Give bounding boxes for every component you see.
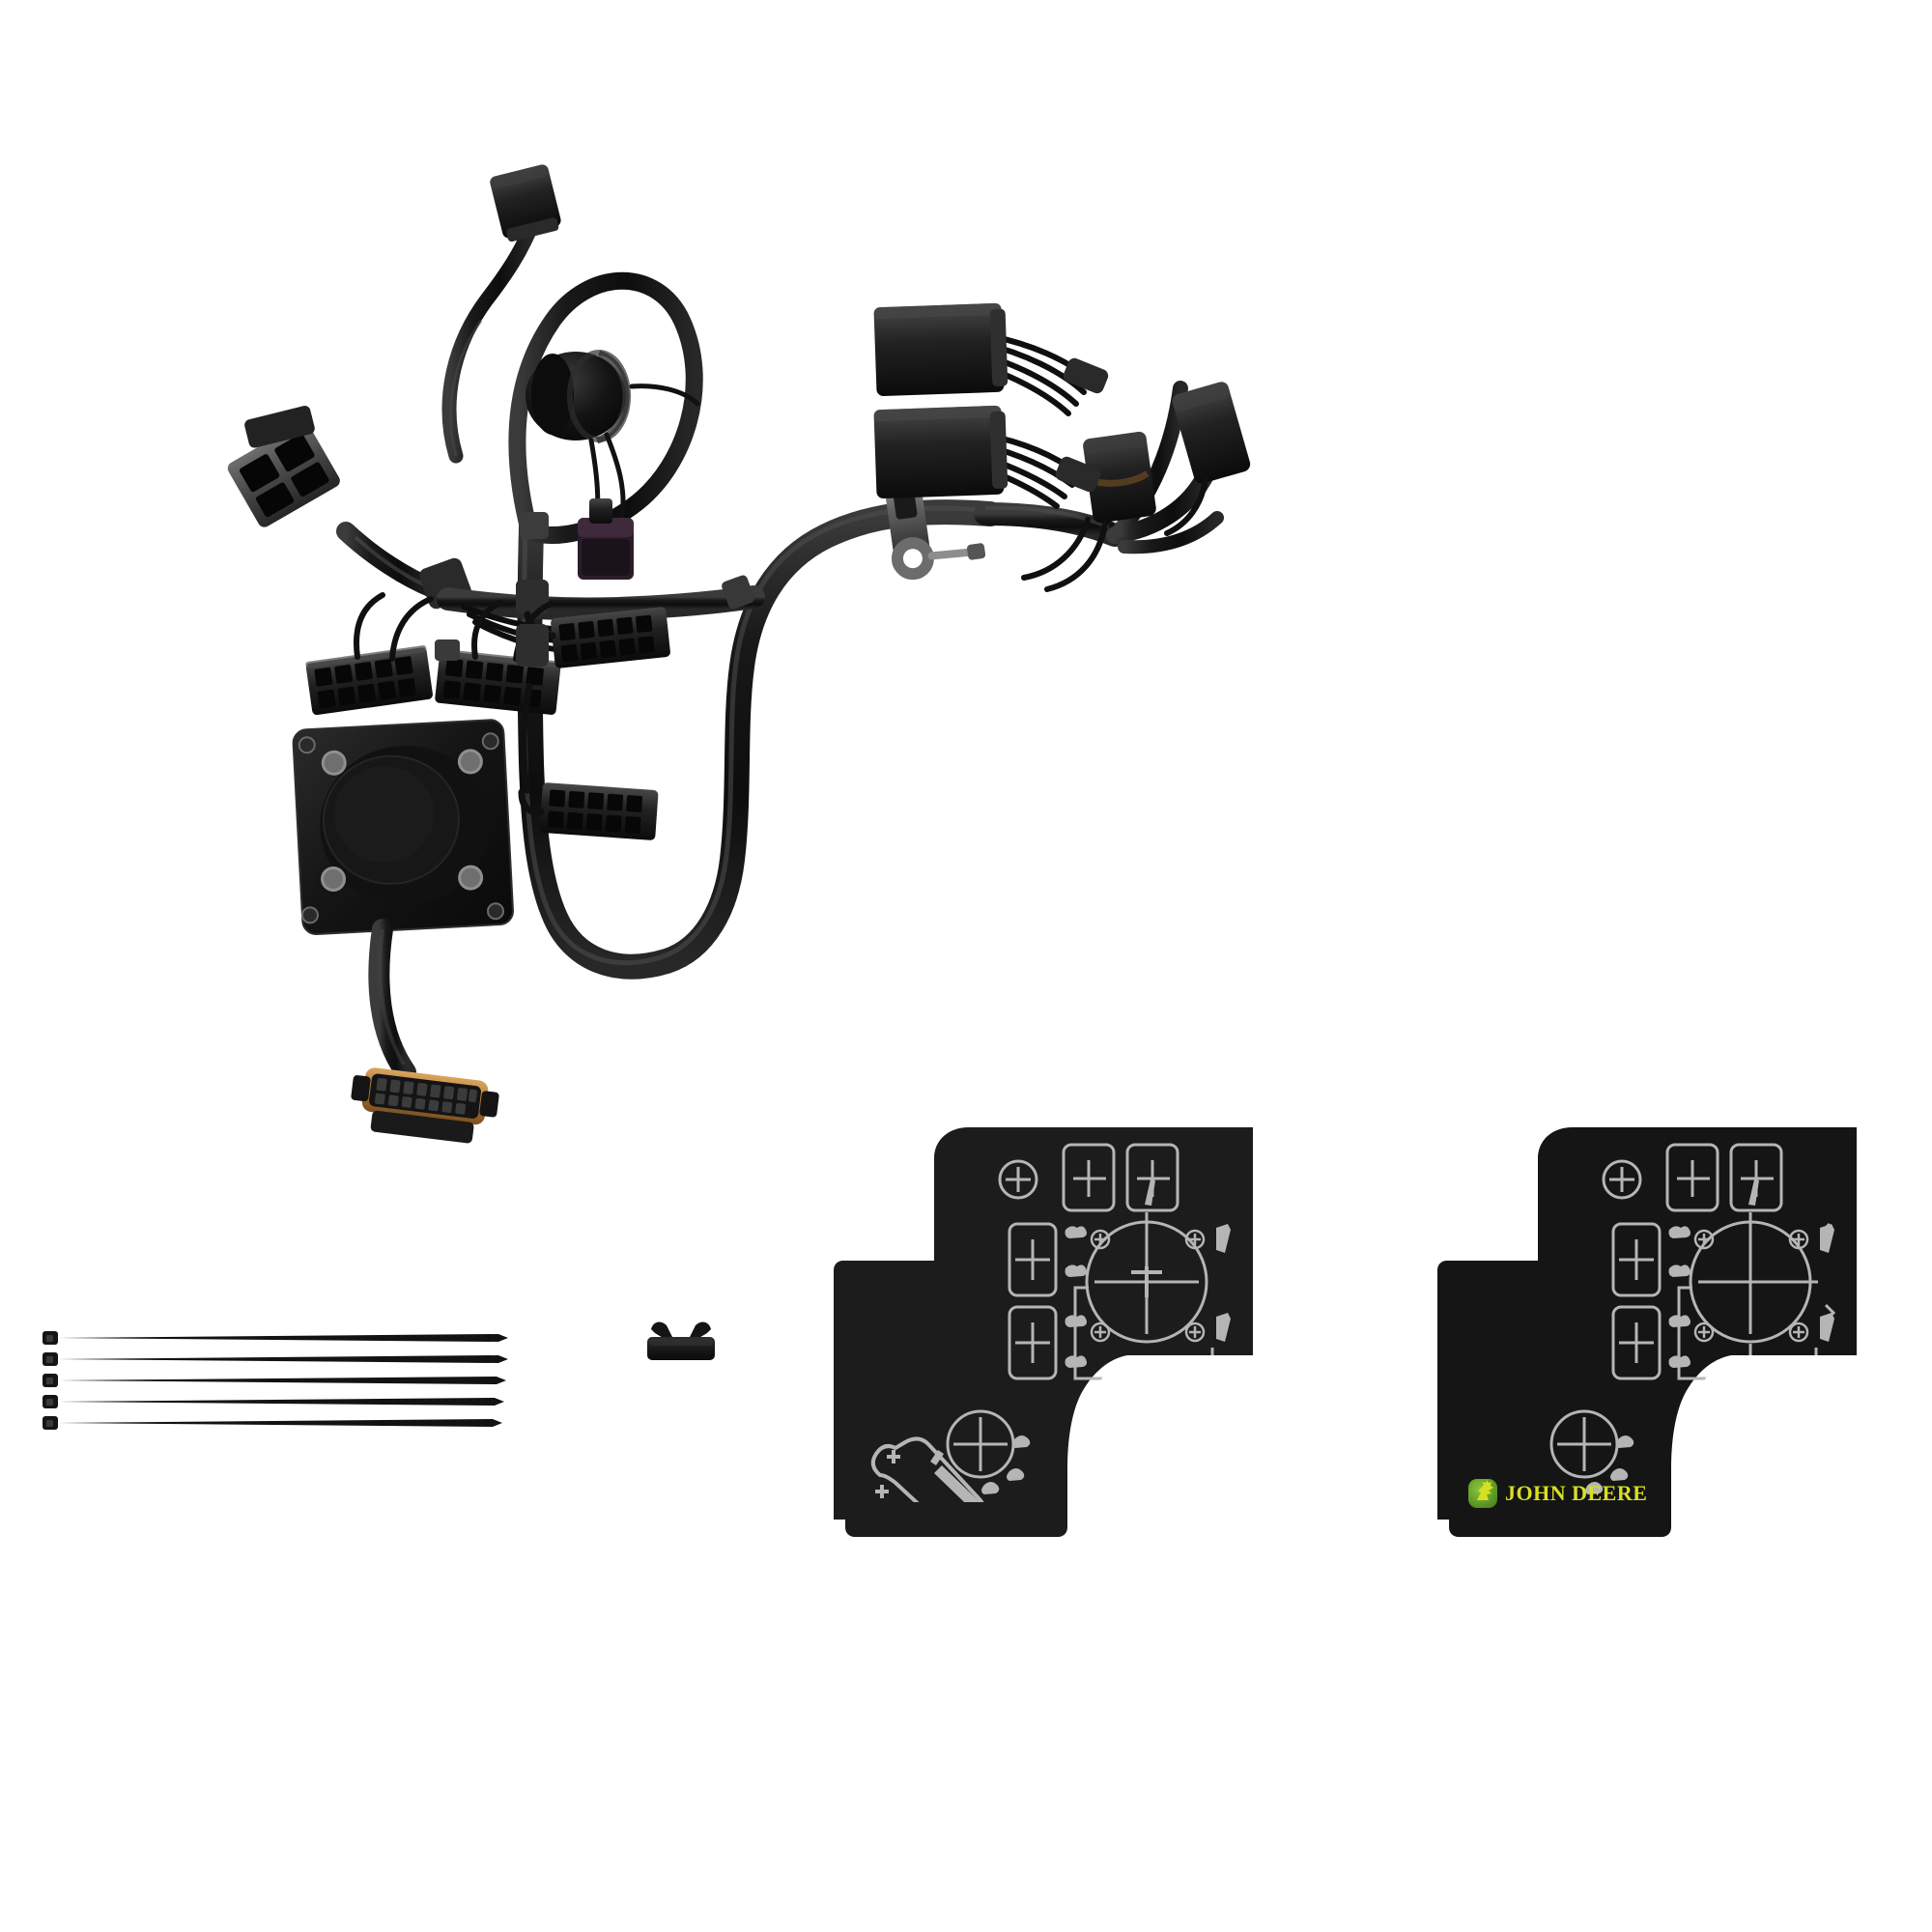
cable-tie-row <box>43 1374 506 1387</box>
bulkhead-grommet <box>526 350 631 444</box>
control-module <box>292 719 515 935</box>
sealed-8way-connector <box>351 1067 499 1144</box>
fastener-pictogram <box>981 1435 1031 1494</box>
decal-panel-right: JOHN DEERE <box>1437 1127 1857 1537</box>
harness-tie-wrap-a <box>520 512 549 539</box>
right-housing-b <box>1083 431 1156 524</box>
inline-module <box>578 498 634 580</box>
cable-tie-row <box>43 1395 504 1408</box>
leaping-deer-icon <box>1477 1480 1493 1500</box>
screw-symbol <box>1184 1321 1206 1343</box>
cable-ties <box>43 1331 508 1430</box>
john-deere-wordmark: JOHN DEERE <box>1505 1481 1647 1505</box>
harness-tie-wrap-b <box>722 575 754 610</box>
right-housing-a <box>1172 382 1251 484</box>
fastener-pictogram <box>1065 1179 1155 1368</box>
multipin-connector-a <box>305 645 433 716</box>
left-4way-connector <box>227 406 340 527</box>
decal-template-left <box>834 1127 1253 1537</box>
cable-tie-row <box>43 1331 508 1345</box>
edge-pictogram <box>1216 1224 1231 1342</box>
cable-tie-row <box>43 1352 508 1366</box>
branch-top-small <box>441 218 539 464</box>
multipin-connector-c <box>551 607 670 668</box>
large-rect-connector-upper <box>873 302 1009 397</box>
multipin-connector-d <box>539 782 659 840</box>
cable-tie-row <box>43 1416 502 1430</box>
screw-symbol <box>1090 1321 1111 1343</box>
harness-upper-loop <box>508 271 703 545</box>
harness-right-loops <box>1021 476 1208 592</box>
large-rect-connector-lower <box>873 405 1009 499</box>
harness-assembly <box>227 164 1251 1144</box>
screw-symbol <box>1090 1229 1111 1250</box>
john-deere-logo: JOHN DEERE <box>1468 1479 1647 1508</box>
top-small-connector <box>490 164 561 242</box>
fan-sleeve-upper <box>1063 357 1109 394</box>
harness-tie-wrap-c <box>435 639 460 661</box>
decal-right-artwork <box>1549 1143 1836 1494</box>
harness-sleeve-spine <box>516 624 549 667</box>
branch-sealed-connector <box>368 919 416 1083</box>
mounting-clip <box>647 1321 715 1360</box>
module-screws <box>321 749 484 893</box>
screw-symbol <box>1184 1229 1206 1250</box>
module-mount-holes <box>298 732 505 924</box>
fan-sleeve-lower <box>1055 456 1101 493</box>
